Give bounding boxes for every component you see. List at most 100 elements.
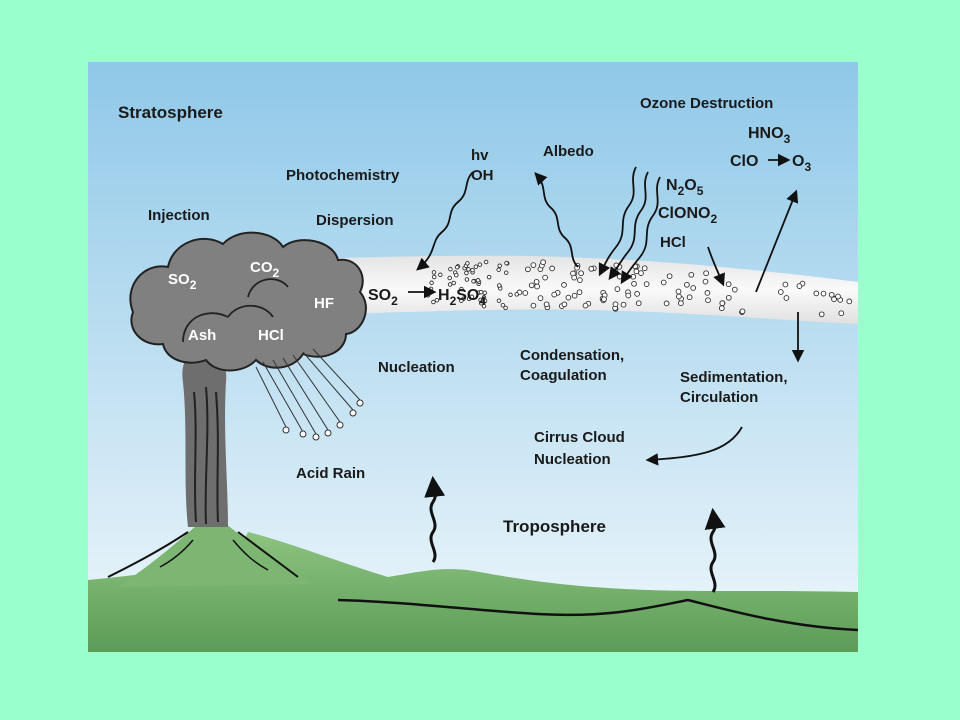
injection-label: Injection	[148, 207, 210, 224]
aerosol-particles	[425, 259, 853, 318]
hv-label: hv	[471, 147, 489, 164]
aerosol-particle	[540, 259, 546, 266]
aerosol-particle	[561, 282, 567, 288]
aerosol-particle	[571, 292, 578, 299]
aerosol-particle	[835, 293, 841, 300]
aerosol-particle	[477, 262, 483, 267]
aerosol-particle	[630, 273, 637, 280]
volcano-cone	[118, 524, 313, 587]
aerosol-particle	[504, 260, 509, 266]
ozone-arrow	[755, 189, 799, 293]
aerosol-particle	[643, 281, 650, 287]
aerosol-particle	[483, 259, 489, 265]
aerosol-particle	[475, 278, 481, 283]
aerosol-particle	[497, 263, 502, 269]
aerosol-particle	[500, 302, 506, 308]
aerosol-particle	[525, 266, 531, 273]
aerosol-particle	[739, 308, 746, 315]
aerosol-particle	[431, 270, 437, 275]
aerosol-particle	[466, 267, 471, 272]
aerosol-particle	[582, 302, 589, 309]
aerosol-particle	[530, 302, 537, 309]
aerosol-particle	[425, 293, 431, 298]
aerosol-particle	[431, 274, 437, 280]
aerosol-particle	[454, 272, 459, 278]
cirrus-nucleation-label: Nucleation	[534, 451, 611, 468]
ground-contour	[337, 598, 858, 632]
h2so4-label: H2SO4	[438, 287, 486, 308]
so2-cloud-label: SO2	[168, 271, 197, 292]
aerosol-particle	[675, 288, 682, 295]
aerosol-particle	[431, 299, 436, 305]
albedo-label: Albedo	[543, 143, 594, 160]
aerosol-particle	[731, 286, 738, 293]
aerosol-particle	[719, 300, 726, 307]
aerosol-particle	[482, 298, 488, 304]
aerosol-particle	[464, 277, 470, 282]
aerosol-particle	[543, 301, 550, 308]
stratosphere-label: Stratosphere	[118, 103, 223, 122]
aerosol-particle	[666, 273, 673, 280]
aerosol-particle	[459, 298, 464, 303]
aerosol-particle	[725, 281, 732, 288]
aerosol-particle	[588, 265, 595, 272]
aerosol-particle	[478, 297, 483, 303]
aerosol-particle	[533, 278, 540, 285]
aerosol-particle	[576, 289, 583, 296]
aerosol-particle	[486, 274, 492, 280]
o3-label: O3	[792, 153, 811, 174]
aerosol-particle	[725, 294, 732, 301]
aerosol-particle	[522, 290, 529, 296]
heat-arrow-left	[424, 475, 446, 563]
aerosol-particle	[466, 296, 472, 302]
ground	[88, 532, 858, 652]
aerosol-particle	[530, 262, 537, 268]
cirrus-cloud-label: Cirrus Cloud	[534, 429, 625, 446]
aerosol-particle	[813, 290, 820, 297]
aerosol-particle	[625, 292, 632, 299]
aerosol-particle	[528, 282, 535, 289]
aerosol-particle	[638, 270, 644, 276]
oh-label: OH	[471, 167, 494, 184]
albedo-incoming-1	[598, 166, 637, 277]
nucleation-label: Nucleation	[378, 359, 455, 376]
aerosol-particle	[549, 265, 555, 272]
aerosol-particle	[777, 289, 784, 295]
heat-arrow-right	[704, 507, 726, 593]
aerosol-particle	[838, 310, 845, 317]
aerosol-particle	[818, 311, 825, 318]
volcanic-atmosphere-diagram: Stratosphere Troposphere Injection Photo…	[88, 62, 858, 652]
aerosol-particle	[684, 281, 690, 288]
ash-label: Ash	[188, 327, 216, 344]
aerosol-particle	[686, 294, 693, 301]
aerosol-particle	[561, 301, 568, 308]
aerosol-particle	[503, 305, 508, 311]
acid-rain-label: Acid Rain	[296, 465, 365, 482]
aerosol-particle	[454, 265, 460, 270]
aerosol-particle	[451, 280, 456, 286]
aerosol-particle	[470, 267, 475, 273]
aerosol-particle	[542, 274, 548, 281]
troposphere-label: Troposphere	[503, 517, 606, 536]
aerosol-particle	[796, 283, 803, 289]
aerosol-particle	[503, 270, 509, 275]
aerosol-particle	[678, 300, 684, 307]
clono2-label: ClONO2	[658, 205, 717, 226]
circulation-label: Circulation	[680, 389, 758, 406]
acid-rain-streaks	[255, 348, 364, 441]
aerosol-particle	[676, 293, 682, 300]
aerosol-particle	[481, 303, 487, 309]
aerosol-particle	[783, 295, 790, 301]
so2-band-label: SO2	[368, 287, 398, 308]
aerosol-particle	[702, 278, 709, 285]
ozone-destruction-label: Ozone Destruction	[640, 95, 773, 112]
aerosol-particle	[434, 297, 440, 303]
aerosol-particle	[459, 286, 464, 292]
aerosol-particle	[663, 300, 670, 307]
condensation-label: Condensation,	[520, 347, 624, 364]
aerosol-particle	[828, 291, 835, 298]
aerosol-particle	[565, 294, 572, 301]
aerosol-particle	[660, 279, 667, 286]
aerosol-particle	[612, 301, 619, 308]
